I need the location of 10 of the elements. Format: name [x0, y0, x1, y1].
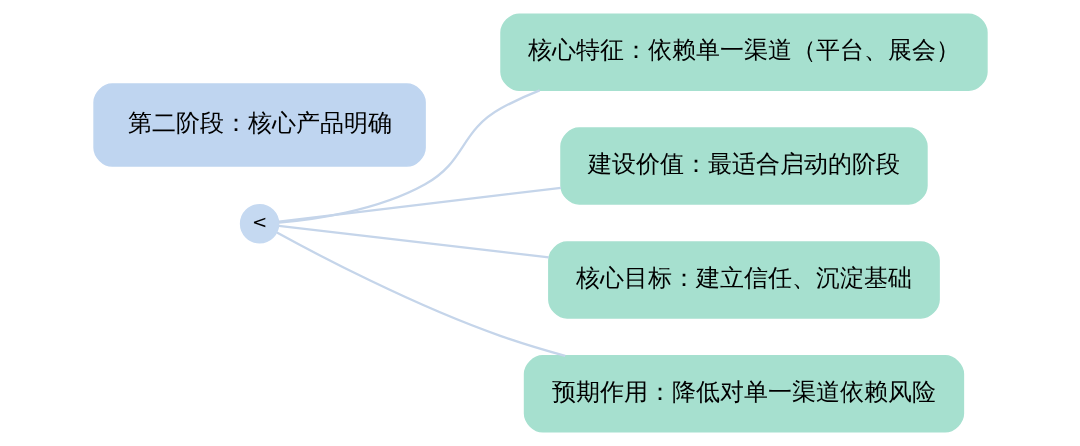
node-box: 核心目标：建立信任、沉淀基础: [547, 241, 940, 319]
connector: [278, 186, 561, 223]
node-circle: <: [239, 204, 279, 244]
node-box: 建设价值：最适合启动的阶段: [559, 127, 928, 205]
node-box: 第二阶段：核心产品明确: [92, 83, 426, 167]
connector: [278, 224, 549, 259]
node-box: 核心特征：依赖单一渠道（平台、展会）: [499, 13, 988, 91]
connector: [278, 89, 540, 224]
connector: [275, 231, 565, 357]
node-box: 预期作用：降低对单一渠道依赖风险: [523, 355, 964, 433]
